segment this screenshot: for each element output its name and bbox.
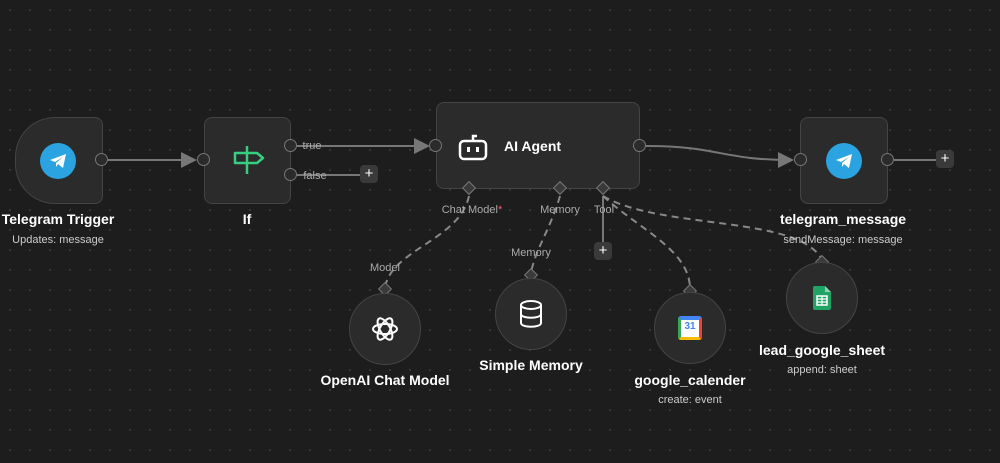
input-handle[interactable] bbox=[197, 153, 210, 166]
model-port-label: Model bbox=[370, 262, 400, 274]
tool-label: Tool bbox=[593, 204, 615, 216]
output-handle[interactable] bbox=[881, 153, 894, 166]
node-subtitle: create: event bbox=[658, 394, 722, 406]
node-title: telegram_message bbox=[779, 211, 907, 227]
add-node-button[interactable]: + bbox=[936, 150, 954, 168]
telegram-trigger-node[interactable] bbox=[15, 117, 103, 204]
node-subtitle: append: sheet bbox=[787, 364, 857, 376]
node-title: google_calender bbox=[634, 372, 746, 388]
google-calendar-icon: 31 bbox=[678, 316, 702, 340]
node-title: Simple Memory bbox=[479, 357, 583, 373]
node-title: If bbox=[242, 211, 252, 227]
edge-tool-calendar bbox=[602, 195, 691, 290]
edge-model bbox=[384, 195, 470, 289]
node-subtitle: sendMessage: message bbox=[783, 234, 903, 246]
simple-memory-node[interactable] bbox=[495, 278, 567, 350]
input-handle[interactable] bbox=[794, 153, 807, 166]
false-label: false bbox=[303, 170, 327, 182]
ai-agent-node[interactable]: AI Agent bbox=[436, 102, 640, 189]
output-handle[interactable] bbox=[633, 139, 646, 152]
chat-model-label: Chat Model* bbox=[441, 204, 503, 216]
database-icon bbox=[520, 300, 542, 328]
telegram-message-node[interactable] bbox=[800, 117, 888, 204]
edge-tool-sheet bbox=[602, 195, 823, 261]
telegram-icon bbox=[826, 143, 862, 179]
edge-memory bbox=[530, 195, 561, 274]
if-node[interactable] bbox=[204, 117, 291, 204]
input-handle[interactable] bbox=[429, 139, 442, 152]
node-title: Telegram Trigger bbox=[1, 211, 115, 227]
add-node-button[interactable]: + bbox=[360, 165, 378, 183]
node-subtitle: Updates: message bbox=[12, 234, 104, 246]
memory-port-label: Memory bbox=[511, 247, 551, 259]
openai-chat-model-node[interactable] bbox=[349, 293, 421, 365]
node-title: AI Agent bbox=[504, 138, 562, 154]
openai-icon bbox=[372, 317, 398, 341]
true-output-handle[interactable] bbox=[284, 139, 297, 152]
true-label: true bbox=[302, 140, 322, 152]
memory-label: Memory bbox=[540, 204, 580, 216]
edge-agent-telegram bbox=[645, 145, 794, 168]
google-calender-node[interactable]: 31 bbox=[654, 292, 726, 364]
signpost-icon bbox=[233, 146, 265, 174]
add-tool-button[interactable]: + bbox=[594, 242, 612, 260]
node-title: OpenAI Chat Model bbox=[320, 372, 450, 388]
false-output-handle[interactable] bbox=[284, 168, 297, 181]
node-title: lead_google_sheet bbox=[758, 342, 886, 358]
output-handle[interactable] bbox=[95, 153, 108, 166]
robot-icon bbox=[458, 134, 488, 161]
telegram-icon bbox=[40, 143, 76, 179]
lead-google-sheet-node[interactable] bbox=[786, 262, 858, 334]
google-sheets-icon bbox=[813, 286, 831, 310]
